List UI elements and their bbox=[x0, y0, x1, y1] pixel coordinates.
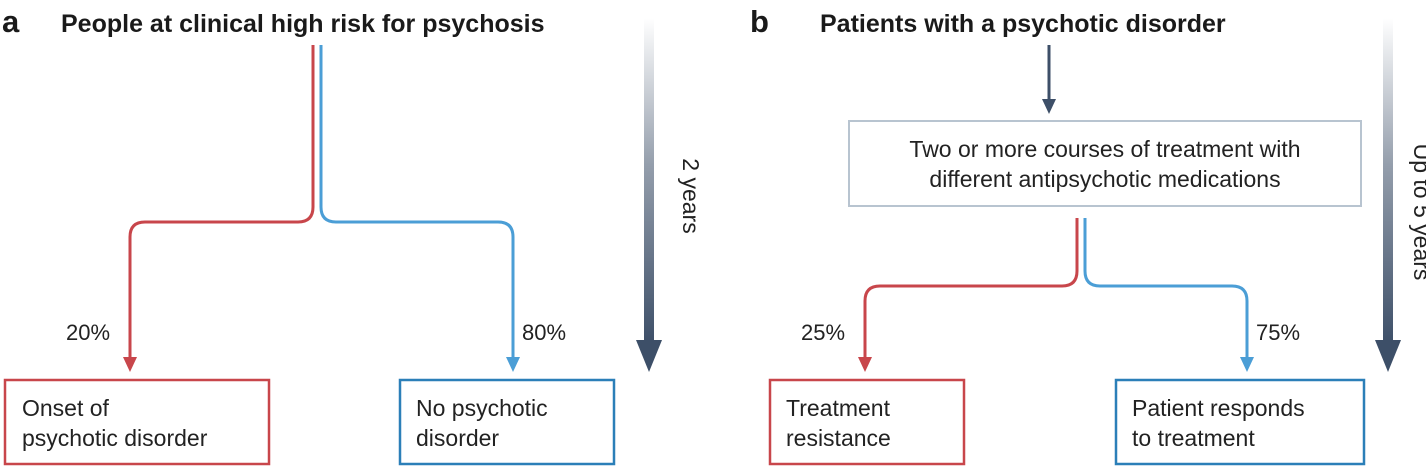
panel-a-blue-arrowhead bbox=[506, 357, 520, 372]
panel-a-timescale: 2 years bbox=[678, 158, 704, 233]
panel-b-left-box bbox=[768, 378, 966, 466]
panel-a-time-arrowhead bbox=[636, 340, 662, 372]
panel-a-left-box bbox=[3, 378, 271, 466]
panel-a-title: People at clinical high risk for psychos… bbox=[61, 10, 544, 38]
panel-b-red-arrowhead bbox=[858, 357, 872, 372]
panel-a-red-branch bbox=[128, 45, 315, 358]
panel-a-right-box bbox=[398, 378, 616, 466]
panel-a-left-box-line1: Onset of bbox=[22, 395, 110, 421]
panel-a-letter: a bbox=[2, 4, 20, 39]
panel-a-right-box-line1: No psychotic bbox=[416, 395, 548, 421]
panel-b-middle-box-line2: different antipsychotic medications bbox=[929, 166, 1280, 192]
panel-b-blue-branch bbox=[1083, 218, 1249, 358]
panel-b-entry-arrowhead bbox=[1042, 99, 1056, 114]
panel-b-title: Patients with a psychotic disorder bbox=[820, 10, 1226, 38]
panel-a-time-arrow bbox=[644, 18, 654, 344]
panel-a-blue-branch bbox=[319, 45, 515, 358]
panel-b-left-percent: 25% bbox=[801, 320, 845, 345]
panel-a-left-box-line2: psychotic disorder bbox=[22, 425, 208, 451]
panel-a-red-arrowhead bbox=[123, 357, 137, 372]
panel-a-left-percent: 20% bbox=[66, 320, 110, 345]
panel-b-middle-box-line1: Two or more courses of treatment with bbox=[909, 136, 1300, 162]
panel-b-right-box bbox=[1114, 378, 1366, 466]
panel-b-left-box-line1: Treatment bbox=[786, 395, 891, 421]
panel-b-right-box-line2: to treatment bbox=[1132, 425, 1255, 451]
panel-b-red-branch bbox=[863, 218, 1079, 358]
panel-b-blue-arrowhead bbox=[1240, 357, 1254, 372]
panel-b-letter: b bbox=[750, 4, 769, 39]
panel-a-right-percent: 80% bbox=[522, 320, 566, 345]
panel-b-middle-box bbox=[848, 120, 1362, 207]
panel-b-timescale: Up to 5 years bbox=[1409, 144, 1426, 281]
panel-b-right-percent: 75% bbox=[1256, 320, 1300, 345]
panel-b-time-arrow bbox=[1383, 18, 1393, 344]
panel-b-left-box-line2: resistance bbox=[786, 425, 891, 451]
panel-b-right-box-line1: Patient responds bbox=[1132, 395, 1305, 421]
panel-b-time-arrowhead bbox=[1375, 340, 1401, 372]
panel-a-right-box-line2: disorder bbox=[416, 425, 499, 451]
